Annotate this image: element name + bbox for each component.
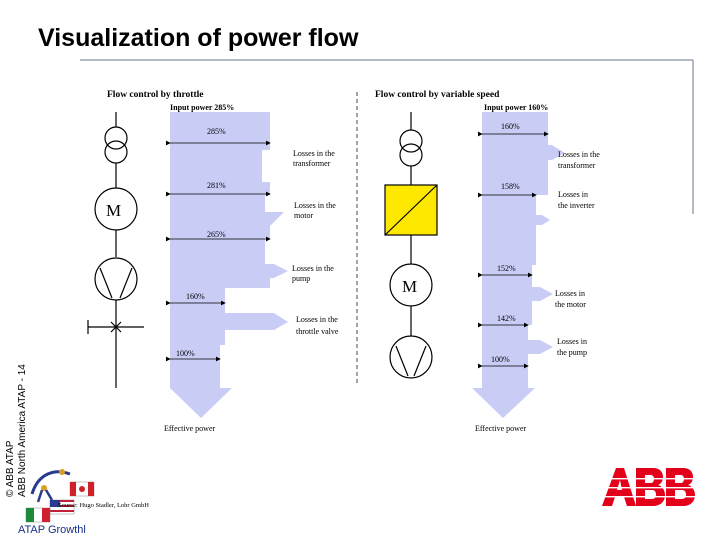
left-level-label: 285% — [207, 127, 226, 136]
left-level-label: 100% — [176, 349, 195, 358]
right-level-label: 152% — [497, 264, 516, 273]
right-level-arrows — [478, 131, 549, 369]
transformer-icon — [104, 126, 128, 150]
right-heading: Flow control by variable speed — [375, 90, 500, 100]
left-level-label: 265% — [207, 230, 226, 239]
right-level-label: 142% — [497, 314, 516, 323]
right-level-label: 100% — [491, 355, 510, 364]
right-input-power: Input power 160% — [484, 103, 548, 112]
pump-icon-right — [389, 335, 433, 379]
left-power-flow — [170, 112, 288, 418]
right-level-label: 160% — [501, 122, 520, 131]
right-motor-symbol: M — [402, 277, 417, 296]
left-input-power: Input power 285% — [170, 103, 234, 112]
source-credit: Source: Hugo Stadler, Lohr GmbH — [58, 502, 149, 509]
left-level-arrows — [166, 140, 271, 362]
slide-frame — [80, 59, 694, 214]
left-output-label: Effective power — [164, 424, 215, 433]
right-components — [384, 112, 438, 379]
right-level-label: 158% — [501, 182, 520, 191]
footer-text: ATAP Growthl — [18, 524, 86, 536]
left-components — [87, 112, 144, 388]
pump-icon — [94, 257, 138, 301]
flags-cluster-image — [25, 469, 95, 523]
left-motor-symbol: M — [106, 201, 121, 220]
page-title: Visualization of power flow — [38, 24, 359, 52]
right-power-flow — [472, 112, 565, 418]
transformer-icon-right — [399, 129, 423, 153]
left-level-label: 160% — [186, 292, 205, 301]
right-output-label: Effective power — [475, 424, 526, 433]
left-level-label: 281% — [207, 181, 226, 190]
left-heading: Flow control by throttle — [107, 90, 203, 100]
abb-logo — [600, 468, 696, 506]
